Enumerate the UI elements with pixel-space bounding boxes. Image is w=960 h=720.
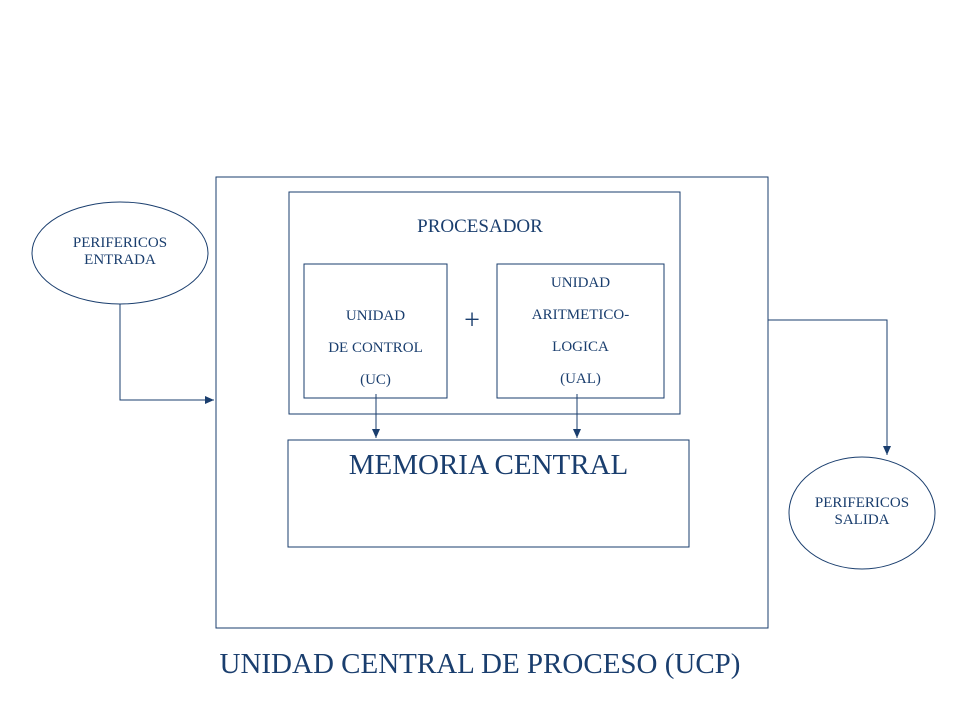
- output-peripherals-ellipse: [788, 456, 936, 570]
- control-unit-line-1: UNIDAD: [345, 308, 406, 324]
- output-peripherals-label: PERIFERICOS SALIDA: [802, 495, 922, 529]
- processor-title: PROCESADOR: [417, 216, 543, 237]
- output-peripherals-line-2: SALIDA: [834, 512, 890, 528]
- control-unit-line-2: DE CONTROL: [328, 340, 423, 356]
- control-unit-line-3: (UC): [360, 372, 391, 388]
- alu-line-4: (UAL): [560, 371, 601, 387]
- ucp-box: [215, 176, 769, 629]
- alu-line-3: LOGICA: [552, 339, 609, 355]
- output-peripherals-line-1: PERIFERICOS: [814, 495, 910, 511]
- output-connector-arrow: [768, 319, 891, 455]
- alu-line-1: UNIDAD: [550, 275, 611, 291]
- alu-label: UNIDAD ARITMETICO- LOGICA (UAL): [497, 267, 664, 395]
- alu-box: [496, 263, 665, 399]
- memory-box: [287, 439, 690, 548]
- plus-sign: +: [464, 305, 480, 336]
- memory-title: MEMORIA CENTRAL: [348, 449, 629, 481]
- input-connector-arrow: [119, 304, 214, 404]
- processor-box: [288, 191, 681, 415]
- alu-line-2: ARITMETICO-: [531, 307, 630, 323]
- input-peripherals-line-1: PERIFERICOS: [72, 235, 168, 251]
- ucp-title: UNIDAD CENTRAL DE PROCESO (UCP): [219, 648, 741, 680]
- input-peripherals-line-2: ENTRADA: [84, 252, 156, 268]
- control-unit-label: UNIDAD DE CONTROL (UC): [304, 300, 447, 396]
- input-peripherals-label: PERIFERICOS ENTRADA: [60, 235, 180, 269]
